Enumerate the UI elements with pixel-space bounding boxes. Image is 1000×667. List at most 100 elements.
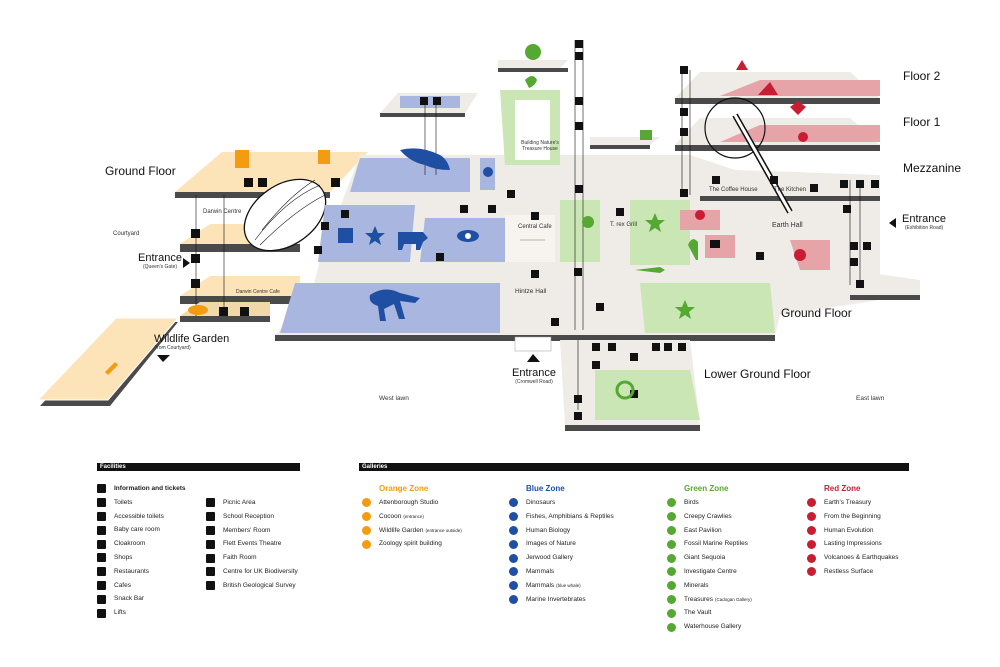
magnifier-icon [615, 380, 635, 400]
picnic-icon [206, 498, 215, 508]
restless-icon [758, 82, 778, 95]
legend-item-label: Jerwood Gallery [526, 554, 573, 562]
zone-heading: Green Zone [684, 484, 729, 493]
legend-item-note: (entrance) [403, 513, 424, 519]
cocoon-shape-icon [188, 305, 208, 315]
place-treasure-house: Building Nature's Treasure House [521, 140, 559, 152]
lifts-icon [97, 608, 106, 618]
legend-item: Zoology spirit building [362, 537, 502, 551]
gallery-icons [105, 44, 808, 400]
legend-item-label: Wildlife Garden [379, 526, 424, 534]
zoology-icon [362, 539, 371, 549]
head-icon [794, 249, 806, 261]
wildlife-garden-area[interactable] [36, 317, 180, 406]
legend-item-label: Shops [114, 553, 133, 561]
place-earth-hall: Earth Hall [772, 222, 803, 229]
entrance-wildlife-garden[interactable]: Wildlife Garden (from Courtyard) [154, 333, 229, 351]
legend-item: From the Beginning [807, 510, 917, 524]
dragonfly-icon [362, 525, 371, 535]
bird-icon [525, 76, 537, 88]
legend-item-note: (entrance outside) [425, 527, 462, 533]
museum-floor-map [36, 40, 920, 431]
legend-item: Restaurants [97, 565, 207, 579]
upper-floors-east[interactable] [675, 72, 920, 300]
floor-label-mezzanine: Mezzanine [903, 161, 962, 175]
legend-item: Images of Nature [509, 537, 659, 551]
accessible-toilets-icon [97, 511, 106, 521]
cocoon-icon [362, 498, 371, 508]
fossil-icon [635, 267, 665, 273]
magnifier-icon [667, 567, 676, 577]
legend-item: Picnic Area [206, 496, 306, 510]
legend-item: Earth's Treasury [807, 496, 917, 510]
baby-care-icon [97, 525, 106, 535]
legend-item-label: Human Biology [526, 526, 571, 534]
legend-item-label: Creepy Crawlies [684, 512, 732, 520]
legend-item: Lifts [97, 606, 207, 620]
entrance-label: Wildlife Garden [154, 333, 230, 345]
place-coffee-house: The Coffee House [709, 187, 758, 193]
place-west-lawn: West lawn [379, 395, 409, 402]
cocoon-structure[interactable] [231, 165, 339, 266]
legend-item-label: Birds [684, 499, 699, 506]
whale-icon [509, 581, 518, 591]
mineral-icon [667, 581, 676, 591]
legend-item-label: Information and tickets [114, 485, 186, 492]
legend-item-label: Picnic Area [223, 499, 256, 506]
legend-item: Giant Sequoia [667, 551, 807, 565]
star-icon [509, 553, 518, 563]
floor-label-ground-left: Ground Floor [105, 164, 176, 178]
legend-item-label: Faith Room [223, 554, 257, 562]
entrance-exhibition-road[interactable]: Entrance (Exhibition Road) [902, 213, 946, 231]
facility-icons [191, 40, 879, 420]
treasure-house-tower[interactable] [498, 60, 660, 165]
legend-item-label: Cloakroom [114, 540, 146, 548]
legend-item: Mammals [509, 565, 659, 579]
treasure-icon [640, 130, 652, 140]
gem-icon [790, 101, 806, 115]
legend-item-label: Fossil Marine Reptiles [684, 540, 748, 548]
vault-icon [667, 608, 676, 618]
legend-item-label: From the Beginning [824, 512, 881, 520]
faith-room-icon [206, 553, 215, 563]
zone-heading: Blue Zone [526, 484, 565, 493]
place-t-rex-grill: T. rex Grill [610, 222, 637, 228]
legend-item-label: Zoology spirit building [379, 540, 442, 548]
legend-item-label: Investigate Centre [684, 567, 737, 575]
entrance-queens-gate[interactable]: Entrance (Queen's Gate) [138, 252, 182, 270]
dragonfly-icon [105, 362, 118, 375]
entrance-cromwell-road[interactable]: Entrance (Cromwell Road) [512, 367, 556, 385]
human-biology-icon [338, 228, 353, 243]
entrance-label: Entrance [138, 252, 183, 264]
exhibition-road-arrow-icon [889, 218, 896, 228]
place-darwin-centre: Darwin Centre [203, 209, 242, 215]
cromwell-road-arrow-icon [527, 354, 540, 362]
head-icon [807, 525, 816, 535]
legend-item: Information and tickets [97, 482, 207, 496]
clock-icon [807, 512, 816, 522]
wildlife-garden-arrow-icon [157, 355, 170, 362]
legend-item-label: The Vault [684, 609, 712, 617]
legend-item-label: British Geological Survey [223, 581, 296, 589]
legend-item: School Reception [206, 510, 306, 524]
eye-icon [509, 539, 518, 549]
top-blue-gallery[interactable] [380, 93, 478, 117]
floor-label-ground-right: Ground Floor [781, 306, 852, 320]
legend-item: Toilets [97, 496, 207, 510]
dinosaur-icon [369, 289, 420, 321]
legend-item-label: Cocoon [379, 512, 402, 520]
legend-item: Human Evolution [807, 524, 917, 538]
entrance-label: Entrance [512, 367, 557, 379]
legend-item-label: Accessible toilets [114, 512, 164, 520]
legend-item: Wildlife Garden (entrance outside) [362, 524, 502, 538]
sequoia-icon [667, 553, 676, 563]
clock-icon [798, 132, 808, 142]
legend-item: Waterhouse Gallery [667, 620, 807, 634]
fossil-icon [667, 539, 676, 549]
members-room-icon [206, 525, 215, 535]
fish-icon [509, 512, 518, 522]
